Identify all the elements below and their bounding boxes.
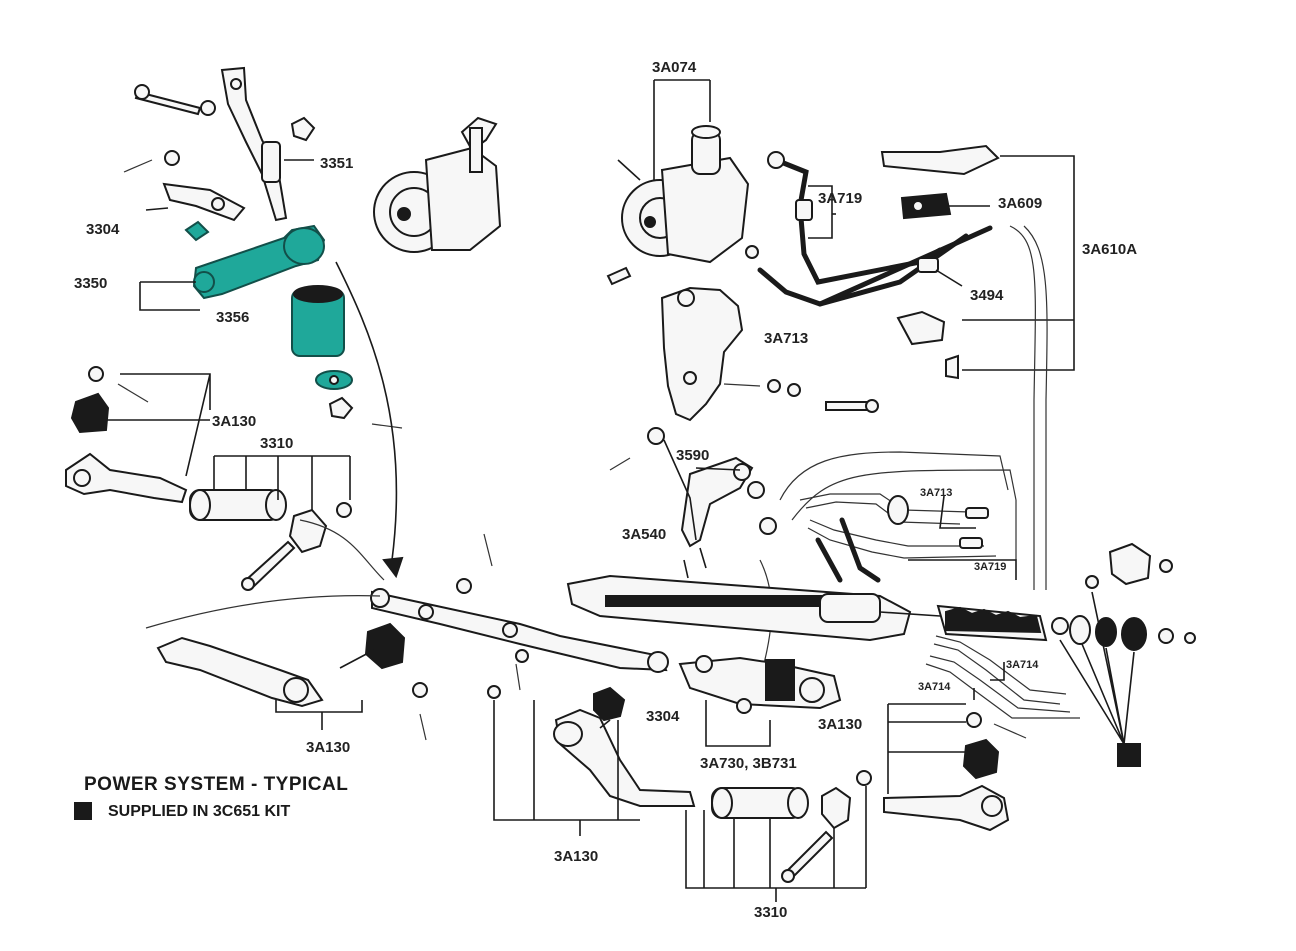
label-3494: 3494 xyxy=(970,287,1004,304)
label-3310-bottom: 3310 xyxy=(754,904,787,921)
label-3350: 3350 xyxy=(74,275,107,292)
leader-lines-upper-left xyxy=(100,159,351,510)
label-3304-left: 3304 xyxy=(86,221,120,238)
label-3a713-mid: 3A713 xyxy=(920,487,952,499)
power-steering-pump xyxy=(606,79,759,286)
lines-mid xyxy=(759,451,1017,681)
tie-rod-end-lower-left xyxy=(156,622,406,730)
label-3a730-3b731: 3A730, 3B731 xyxy=(700,755,797,772)
tie-rod-end-lower-right xyxy=(883,703,1027,832)
return-hoses-right xyxy=(925,635,1080,719)
label-3a130-upper-left: 3A130 xyxy=(212,413,256,430)
control-valve xyxy=(678,655,842,747)
center-link-group xyxy=(145,519,669,741)
label-3a130-right: 3A130 xyxy=(818,716,862,733)
power-cylinder xyxy=(566,559,1048,642)
label-3310-left: 3310 xyxy=(260,435,293,452)
tie-rod-group-left xyxy=(65,366,352,591)
label-3590: 3590 xyxy=(676,447,709,464)
label-3a074: 3A074 xyxy=(652,59,697,76)
control-valve-bracket xyxy=(609,286,879,569)
label-3351: 3351 xyxy=(320,155,353,172)
bushing-stack-right xyxy=(1051,542,1196,767)
legend-text: SUPPLIED IN 3C651 KIT xyxy=(108,803,291,820)
diagram-title: POWER SYSTEM - TYPICAL xyxy=(84,774,348,795)
idler-arm-group xyxy=(123,66,403,429)
label-3a609: 3A609 xyxy=(998,195,1042,212)
label-3a714-a: 3A714 xyxy=(1006,659,1039,671)
label-3a714-b: 3A714 xyxy=(918,681,951,693)
label-3304-center: 3304 xyxy=(646,708,680,725)
adjusting-sleeve-lower xyxy=(685,770,872,902)
label-3a130-bottom: 3A130 xyxy=(554,848,598,865)
label-3a610a: 3A610A xyxy=(1082,241,1137,258)
pressure-hoses-upper xyxy=(757,151,993,307)
label-3a540: 3A540 xyxy=(622,526,666,543)
legend-swatch xyxy=(74,802,92,820)
tie-rod-group-lower-center xyxy=(487,685,696,836)
label-3a719-top: 3A719 xyxy=(818,190,862,207)
label-3a713-top: 3A713 xyxy=(764,330,808,347)
bracket-group-right xyxy=(880,144,1075,590)
label-3a719-mid: 3A719 xyxy=(974,561,1006,573)
pump-assembly-left xyxy=(373,116,502,253)
label-3a130-lower-left: 3A130 xyxy=(306,739,350,756)
label-3356: 3356 xyxy=(216,309,249,326)
